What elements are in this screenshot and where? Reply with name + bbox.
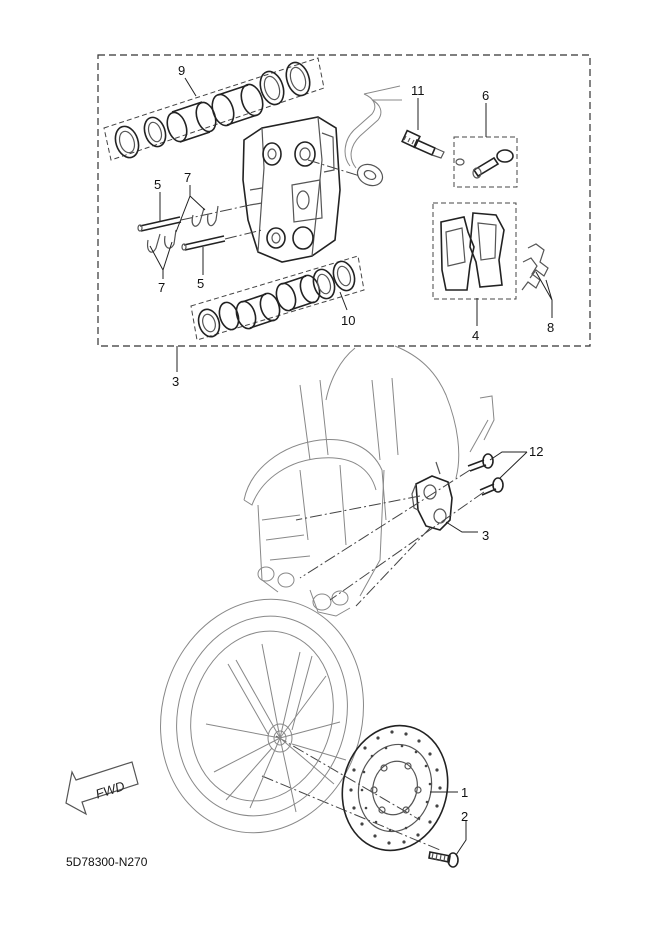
callout-caliper-assy-top: 3 — [172, 374, 179, 389]
callout-caliper-bolt: 12 — [529, 444, 543, 459]
bleed-screw — [401, 129, 445, 159]
front-fork-and-fender — [243, 345, 495, 617]
pins-and-clips — [137, 204, 263, 253]
assembly-center-lines — [261, 469, 485, 851]
brake-hose-fitting — [307, 85, 402, 187]
callout-seal-kit-upper: 9 — [178, 63, 185, 78]
seal-kit-upper — [103, 57, 325, 161]
disc-bolt — [428, 851, 459, 868]
fwd-label: FWD — [94, 778, 127, 801]
callout-seal-kit-lower: 10 — [341, 313, 355, 328]
callout-pad-spring: 8 — [547, 320, 554, 335]
pad-springs — [521, 243, 549, 291]
caliper-mounted — [411, 461, 453, 531]
callout-pin-lower: 5 — [197, 276, 204, 291]
diagram-code: 5D78300-N270 — [66, 855, 148, 869]
brake-disc — [341, 724, 449, 852]
callout-pad-kit: 4 — [472, 328, 479, 343]
caliper-assembly-frame — [97, 54, 591, 347]
brake-pad-kit — [432, 202, 517, 300]
callout-clip-upper: 7 — [184, 170, 191, 185]
callout-pin-upper: 5 — [154, 177, 161, 192]
leader-lines — [149, 77, 553, 856]
caliper-body — [242, 116, 341, 263]
callout-bleed-screw-kit: 6 — [482, 88, 489, 103]
front-wheel — [160, 598, 364, 834]
callout-disc: 1 — [461, 785, 468, 800]
callout-bleed-screw: 11 — [411, 83, 425, 98]
fwd-arrow-icon — [65, 761, 139, 816]
seal-kit-lower — [190, 255, 365, 341]
callout-caliper-assy-side: 3 — [482, 528, 489, 543]
bleed-screw-kit — [453, 136, 518, 188]
callout-disc-bolt: 2 — [461, 809, 468, 824]
caliper-bolts — [467, 453, 504, 496]
callout-clip-lower: 7 — [158, 280, 165, 295]
